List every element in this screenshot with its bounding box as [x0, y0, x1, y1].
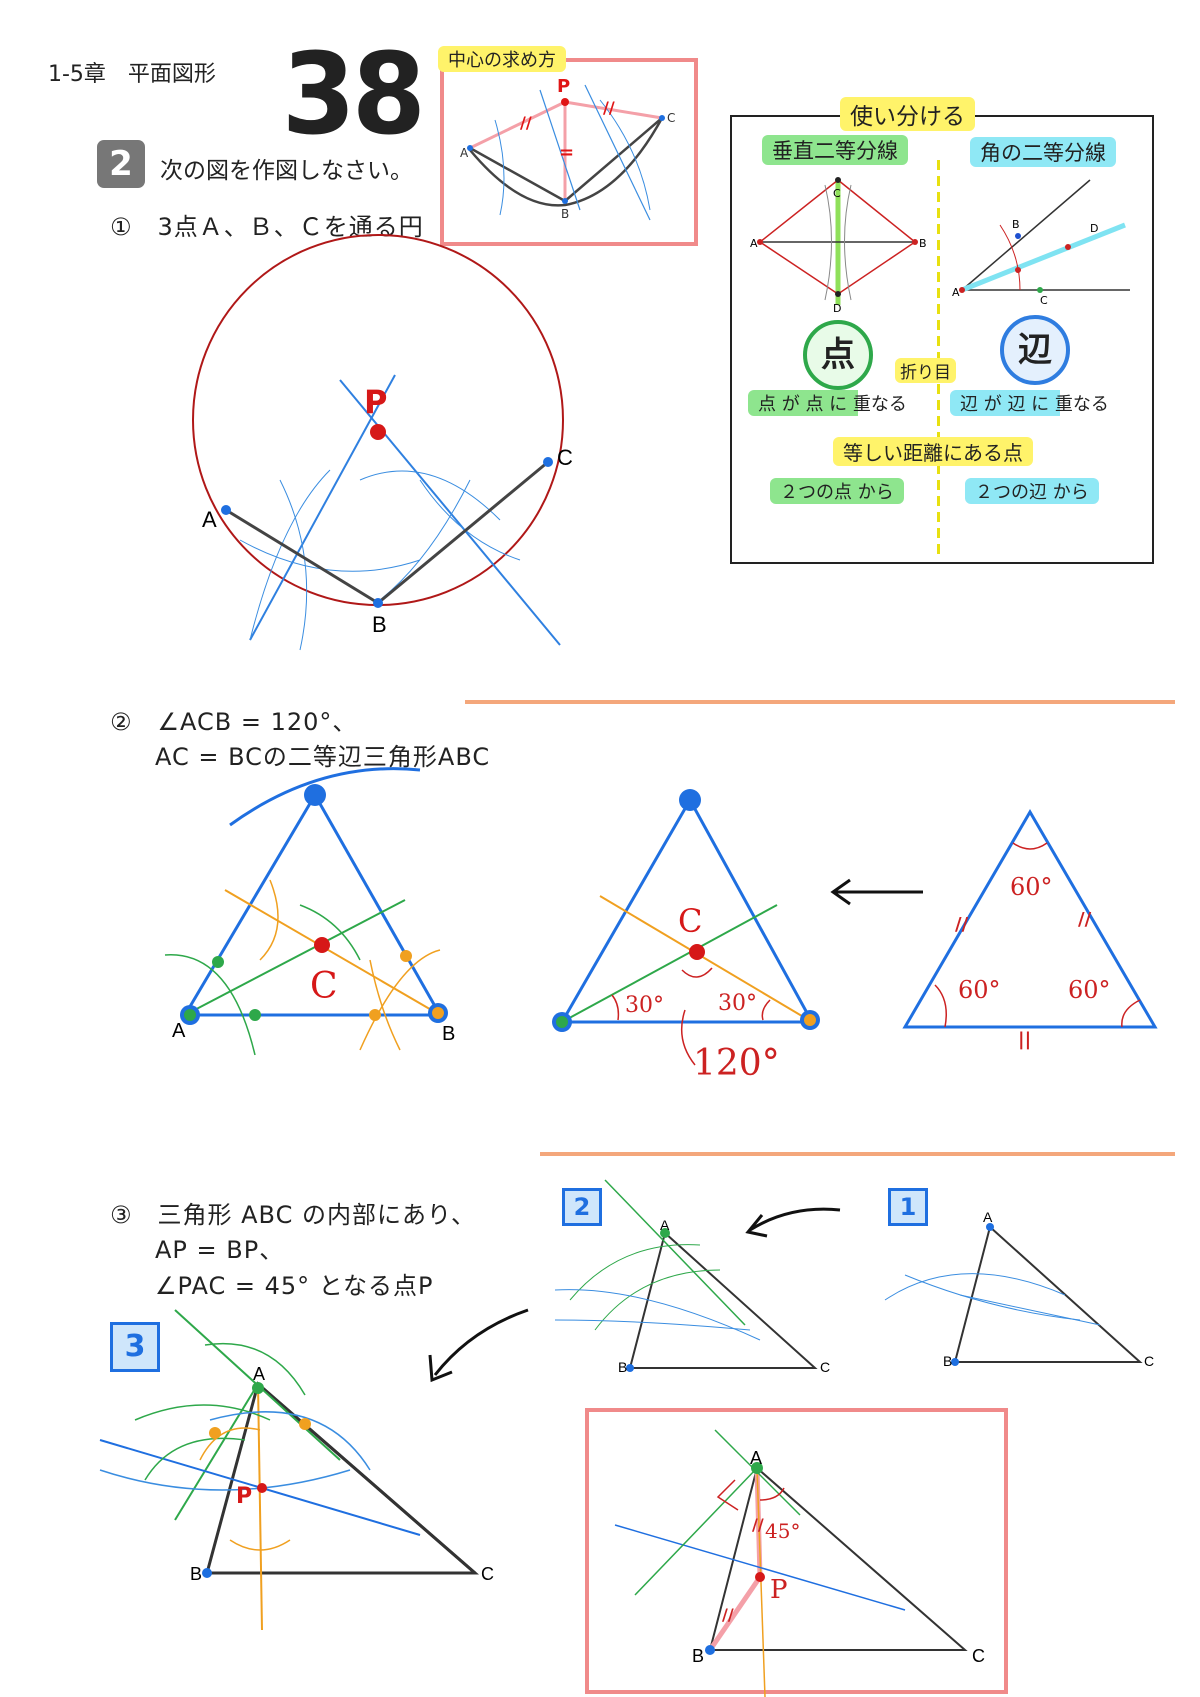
svg-text:C: C [481, 1564, 494, 1584]
fold-line [937, 160, 940, 555]
part1-text: ① 3点Ａ、Ｂ、Ｃを通る円 [110, 213, 424, 241]
svg-text:B: B [919, 237, 927, 250]
chapter-label: 1-5章 平面図形 [48, 62, 216, 87]
usage-right-overlap: 辺 が 辺 に 重なる [950, 390, 1119, 416]
svg-text:C: C [972, 1646, 985, 1666]
svg-text://: // [955, 914, 969, 935]
fig2-angle-120: 120° [693, 1043, 780, 1084]
fig2-right-angle-right: 60° [1068, 976, 1111, 1004]
fig1-label-B: B [372, 612, 387, 637]
equal-distance-label: 等しい距離にある点 [833, 437, 1033, 466]
fig1-label-P: P [364, 383, 387, 421]
fig2-label-C: C [310, 966, 338, 1007]
fig2-right-angle-left: 60° [958, 976, 1001, 1004]
svg-text:A: A [952, 286, 960, 299]
svg-text:P: P [770, 1575, 788, 1605]
usage-left-overlap: 点 が 点 に 重なる [748, 390, 917, 416]
fig2-label-A: A [172, 1020, 186, 1042]
svg-text:P: P [236, 1484, 252, 1509]
usage-right-header: 角の二等分線 [970, 137, 1116, 167]
fold-label: 折り目 [895, 358, 956, 383]
fig2-angle-30a: 30° [625, 993, 664, 1018]
part3-line2: AP = BP、 [155, 1236, 285, 1264]
svg-text:B: B [692, 1646, 704, 1666]
part3-line1: ③ 三角形 ABC の内部にあり、 [110, 1201, 477, 1229]
svg-text:A: A [253, 1364, 265, 1384]
fig2-right-angle-top: 60° [1010, 873, 1053, 901]
divider-2 [540, 1152, 1175, 1156]
center-label-A: A [460, 146, 469, 160]
fig2-angle-30b: 30° [718, 991, 757, 1016]
instruction: 次の図を作図しなさい。 [160, 158, 413, 184]
usage-left-from: ２つの点 から [770, 478, 904, 504]
svg-text:B: B [943, 1353, 952, 1369]
svg-text:A: A [750, 237, 758, 250]
page-number: 38 [281, 30, 426, 160]
svg-text:D: D [1090, 222, 1098, 235]
center-label-C: C [667, 111, 675, 125]
divider-1 [465, 700, 1175, 704]
svg-text:||: || [1018, 1029, 1031, 1050]
question-badge: 2 [97, 140, 145, 188]
svg-text:=: = [559, 142, 574, 163]
fig1-label-A: A [202, 507, 217, 532]
detail-box [585, 1408, 1008, 1694]
svg-text:A: A [983, 1209, 993, 1225]
svg-text://: // [603, 98, 615, 117]
usage-left-header: 垂直二等分線 [762, 135, 908, 165]
svg-text:C: C [1040, 294, 1048, 307]
usage-title: 使い分ける [840, 97, 975, 131]
center-method-title: 中心の求め方 [438, 46, 566, 72]
fig1-label-C: C [557, 445, 573, 470]
svg-text:B: B [618, 1359, 627, 1375]
part2-line1: ② ∠ACB = 120°、 [110, 708, 358, 736]
svg-text:D: D [833, 302, 841, 315]
part3-line3: ∠PAC = 45° となる点P [155, 1272, 434, 1300]
svg-text://: // [520, 113, 532, 132]
step2-badge: 2 [562, 1188, 602, 1226]
svg-text://: // [752, 1515, 764, 1534]
svg-text:45°: 45° [765, 1519, 800, 1543]
usage-right-from: ２つの辺 から [965, 478, 1099, 504]
svg-text:C: C [820, 1359, 830, 1375]
point-icon: 点 [803, 320, 873, 390]
svg-text:A: A [750, 1448, 762, 1468]
step1-badge: 1 [888, 1188, 928, 1226]
svg-text:C: C [1144, 1353, 1154, 1369]
svg-text://: // [722, 1605, 734, 1624]
svg-text:B: B [190, 1564, 202, 1584]
svg-text:A: A [660, 1217, 670, 1233]
center-label-P: P [557, 76, 570, 97]
step3-badge: 3 [110, 1322, 160, 1372]
center-method-box [440, 58, 698, 246]
side-icon: 辺 [1000, 315, 1070, 385]
part2-line2: AC = BCの二等辺三角形ABC [155, 743, 491, 771]
svg-text://: // [1078, 909, 1092, 930]
fig2-label-B: B [442, 1023, 455, 1045]
fig2-mid-label-C: C [678, 902, 702, 940]
svg-text:B: B [1012, 218, 1020, 231]
center-label-B: B [561, 207, 569, 221]
svg-text:C: C [833, 187, 841, 200]
